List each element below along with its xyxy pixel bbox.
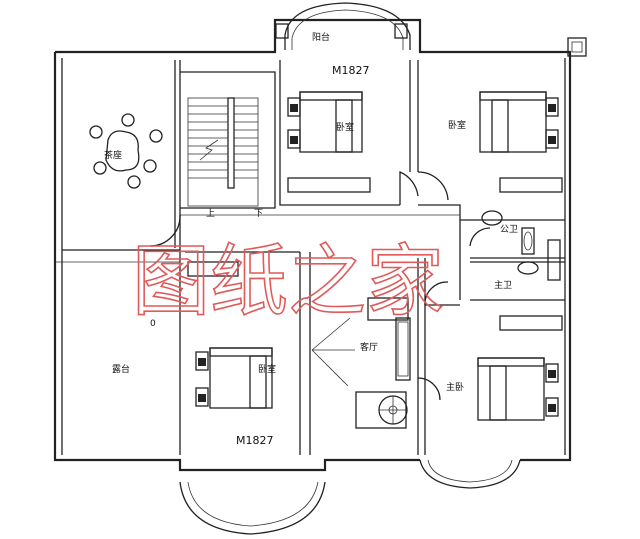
label-bedroom-nw: 卧室 [336, 121, 354, 133]
label-public-bath: 公卫 [500, 224, 518, 235]
top-balcony [275, 2, 411, 50]
label-living-room: 客厅 [360, 341, 378, 353]
bed-sw [187, 261, 273, 409]
chimney-block [567, 37, 587, 57]
living-room-dimension [311, 317, 355, 387]
label-terrace-level: 0 [150, 319, 156, 329]
label-bedroom-ne: 卧室 [448, 119, 466, 131]
label-balcony-top: 阳台 [312, 31, 330, 43]
doors [149, 171, 521, 535]
bed-ne [479, 91, 563, 193]
label-door-bottom: M1827 [236, 434, 274, 447]
label-tea-room: 茶座 [104, 149, 122, 161]
label-stair-up: 上 [206, 208, 215, 219]
label-door-top: M1827 [332, 64, 370, 77]
label-bedroom-sw: 卧室 [258, 363, 276, 375]
label-stair-down: 下 [254, 209, 263, 219]
label-master-bedroom: 主卧 [446, 381, 464, 393]
staircase [187, 97, 259, 207]
spiral-stair [355, 391, 408, 429]
watermark-text: 图纸之家 [132, 237, 444, 327]
outer-walls [53, 18, 587, 472]
bed-nw [287, 91, 371, 193]
living-room-sofa [367, 297, 411, 381]
bed-se [477, 315, 563, 421]
label-master-bath: 主卫 [494, 279, 512, 291]
interior-walls [55, 60, 565, 455]
tea-table-set [89, 113, 163, 189]
bathroom-fixtures [481, 210, 561, 281]
label-terrace: 露台 [112, 363, 130, 375]
